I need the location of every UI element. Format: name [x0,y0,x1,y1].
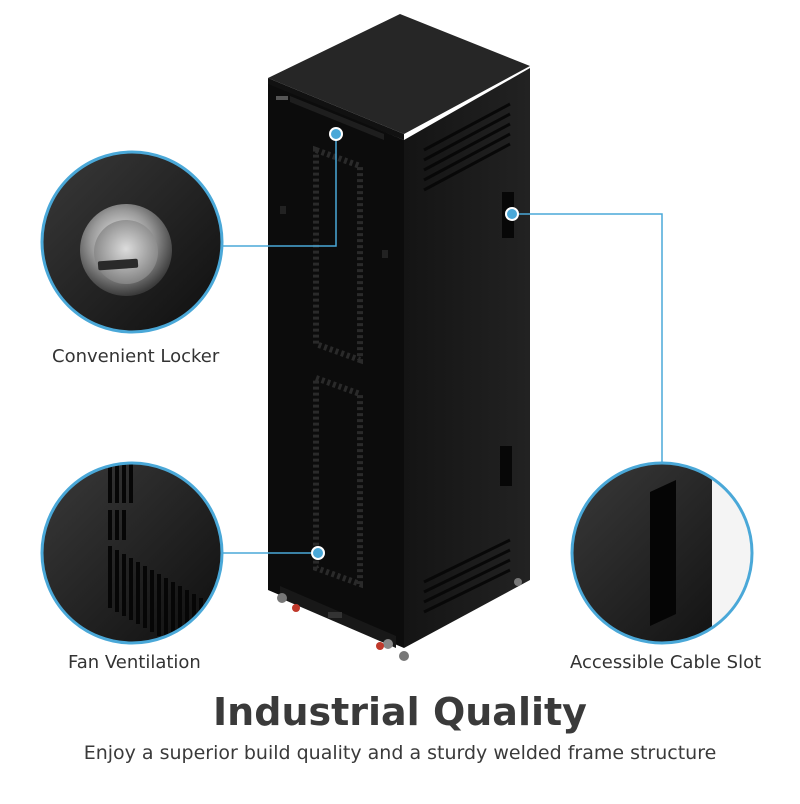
fan-zoom-circle [40,461,224,645]
subline: Enjoy a superior build quality and a stu… [83,742,717,764]
callout-connectors [222,134,663,554]
fan-label: Fan Ventilation [68,652,201,673]
cable-slot-label: Accessible Cable Slot [570,652,762,673]
locker-zoom-circle [40,150,224,334]
cabinet-front-door [268,84,404,648]
cable-slot-zoom-circle [570,461,754,645]
cabinet-casters [277,578,522,661]
locker-label: Convenient Locker [52,346,220,367]
cabinet-side-panel [404,68,530,648]
callout-dots [311,127,519,560]
headline: Industrial Quality [213,690,587,734]
cabinet-top [268,14,530,140]
